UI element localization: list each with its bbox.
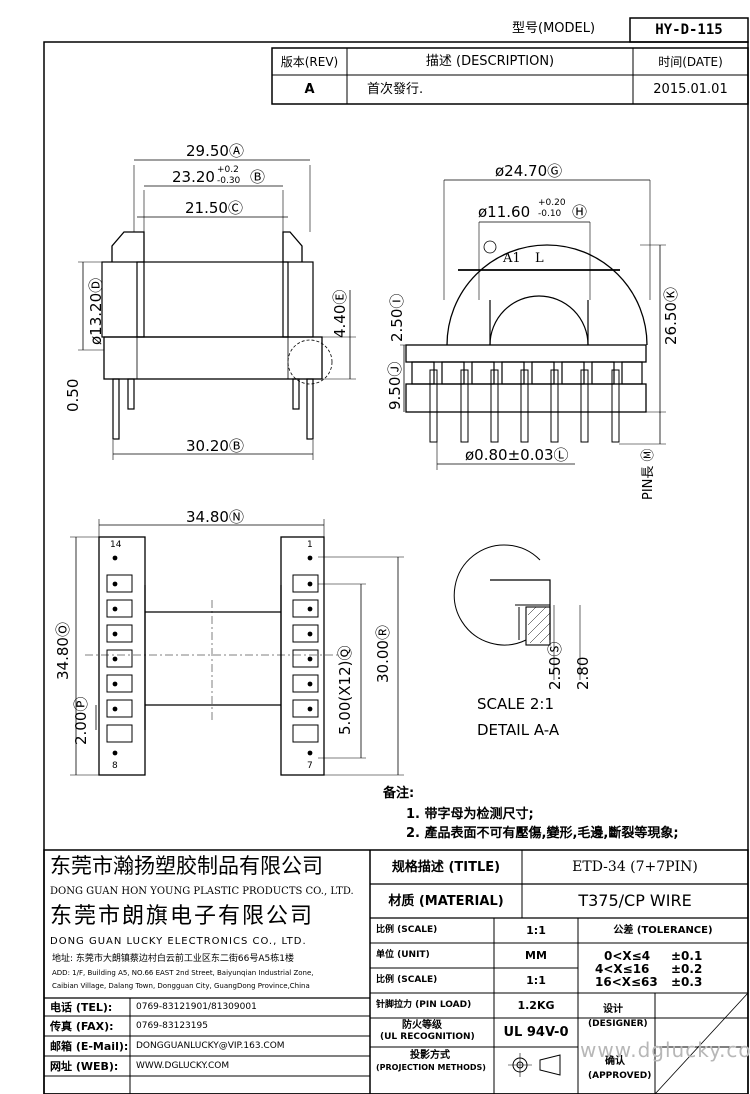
designer-label-cn: 设计 [603,1004,623,1015]
material-label: 材质 (MATERIAL) [388,893,504,909]
dim-23-20-minus: -0.30 [217,176,241,186]
title-block [43,849,749,1094]
dim-9-50: 9.50Ⓙ [386,361,404,410]
tel-label: 电话 (TEL): [50,1000,113,1014]
email-label: 邮箱 (E-Mail): [50,1039,129,1053]
dim-34-80-h: 34.80Ⓝ [186,508,244,526]
dim-13-20: ø13.20Ⓓ [87,277,105,345]
bottom-view [70,519,404,776]
dim-34-80-v: 34.80Ⓞ [54,622,72,680]
tol-2-value: ±0.2 [671,962,703,976]
tol-3-range: 16<X≤63 [595,975,658,989]
company-en-2: DONG GUAN LUCKY ELECTRONICS CO., LTD. [50,936,307,947]
notes-title: 备注: [383,786,415,801]
detail-scale: SCALE 2:1 [477,695,554,713]
company-address-en-2: Caibian Village, Dalang Town, Dongguan C… [52,982,310,990]
dim-0-80: ø0.80±0.03Ⓛ [465,446,569,464]
scale-label: 比例 (SCALE) [376,925,438,935]
unit-value: MM [525,949,547,962]
rev-value: A [304,82,315,97]
company-cn-1: 东莞市瀚扬塑胶制品有限公司 [50,854,323,878]
dim-30-20: 30.20Ⓑ [186,437,244,455]
tol-1-range: 0<X≤4 [604,949,651,963]
email-value[interactable]: DONGGUANLUCKY@VIP.163.COM [136,1040,285,1051]
dim-11-60: ø11.60 [478,203,531,221]
dim-11-60-plus: +0.20 [538,198,566,208]
projection-label-en: (PROJECTION METHODS) [376,1063,486,1072]
note-1: 1. 带字母为检测尺寸; [406,807,534,822]
company-address-en-1: ADD: 1/F, Building A5, NO.66 EAST 2nd St… [52,969,314,977]
pin-14-label: 14 [110,540,122,550]
dim-23-20: 23.20 [172,168,215,186]
desc-value: 首次發行. [367,82,424,97]
approved-label-en: (APPROVED) [588,1071,652,1081]
side-view [400,179,666,470]
detail-dim-2-50: 2.50Ⓢ [546,641,564,690]
dim-21-50: 21.50Ⓒ [185,199,243,217]
ul-value: UL 94V-0 [503,1025,569,1040]
scale-value: 1:1 [526,924,546,937]
title-value: ETD-34 (7+7PIN) [572,859,698,875]
model-label: 型号(MODEL) [512,21,596,36]
dim-4-40: 4.40Ⓔ [331,289,349,338]
material-value: T375/CP WIRE [578,891,692,910]
note-2: 2. 產品表面不可有壓傷,變形,毛邊,斷裂等現象; [406,826,679,841]
dim-5-00: 5.00(X12)Ⓠ [336,645,354,735]
dim-11-60-tag: Ⓗ [572,203,588,221]
front-view [78,159,356,460]
pin-load-value: 1.2KG [517,999,555,1012]
tol-3-value: ±0.3 [671,975,703,989]
dim-11-60-minus: -0.10 [538,209,562,219]
dim-0-50: 0.50 [64,378,82,412]
dim-24-70: ø24.70Ⓖ [495,162,563,180]
tol-2-range: 4<X≤16 [595,962,650,976]
scale-2-label: 比例 (SCALE) [376,975,438,985]
pin-load-label: 针脚拉力 (PIN LOAD) [376,1000,472,1010]
dim-2-00: 2.00Ⓟ [72,696,90,745]
scale-2-value: 1:1 [526,974,546,987]
company-address-cn: 地址: 东莞市大朗镇蔡边村白云前工业区东二街66号A5栋1楼 [52,954,294,964]
main-border [43,41,749,1094]
web-value[interactable]: WWW.DGLUCKY.COM [136,1060,230,1071]
dim-29-50: 29.50Ⓐ [186,142,244,160]
approved-label-cn: 确认 [605,1056,625,1067]
fax-label: 传真 (FAX): [50,1019,114,1033]
marker-l: L [535,251,544,266]
web-label: 网址 (WEB): [50,1059,119,1073]
detail-view [453,544,581,680]
dim-pin-length: PIN長 Ⓜ [641,448,656,500]
rev-label: 版本(REV) [280,54,339,69]
date-value: 2015.01.01 [653,82,728,97]
tolerance-label: 公差 (TOLERANCE) [613,924,713,936]
dim-23-20-tag: Ⓑ [250,168,266,186]
date-label: 时间(DATE) [658,54,723,69]
pin-7-label: 7 [307,761,313,771]
tol-1-value: ±0.1 [671,949,703,963]
pin-8-label: 8 [112,761,118,771]
dim-23-20-plus: +0.2 [217,165,239,175]
tel-value: 0769-83121901/81309001 [136,1001,257,1012]
model-value: HY-D-115 [655,22,723,38]
ul-label-en: (UL RECOGNITION) [380,1032,475,1042]
unit-label: 单位 (UNIT) [376,950,430,960]
marker-a1: A1 [503,251,521,266]
watermark: www.dglucky.com [580,1038,750,1062]
projection-label-cn: 投影方式 [410,1050,450,1061]
company-cn-2: 东莞市朗旗电子有限公司 [50,904,315,929]
pin-1-label: 1 [307,540,313,550]
title-label: 规格描述 (TITLE) [391,859,501,875]
detail-title: DETAIL A-A [477,721,560,739]
dim-2-50: 2.50Ⓘ [388,293,406,342]
ul-label-cn: 防火等级 [402,1020,442,1031]
designer-label-en: (DESIGNER) [588,1019,648,1029]
detail-dim-2-80: 2.80 [574,656,592,690]
fax-value: 0769-83123195 [136,1020,208,1031]
company-en-1: DONG GUAN HON YOUNG PLASTIC PRODUCTS CO.… [50,886,354,897]
desc-label: 描述 (DESCRIPTION) [425,54,555,69]
dim-26-50: 26.50Ⓚ [662,287,680,345]
dim-30-00: 30.00Ⓡ [374,625,392,683]
